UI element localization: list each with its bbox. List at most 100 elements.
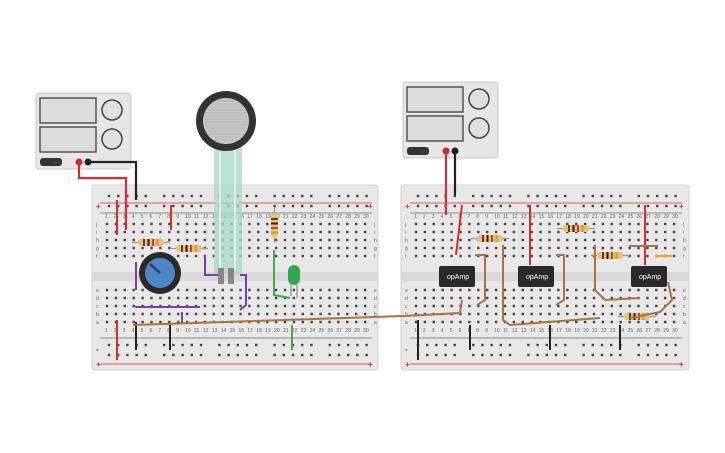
svg-text:15: 15	[230, 328, 236, 334]
psu-right-voltage-knob-icon[interactable]	[468, 88, 490, 110]
wire-brown-opamp3-out[interactable]	[629, 281, 674, 319]
svg-text:h: h	[405, 238, 408, 244]
svg-text:6: 6	[459, 328, 462, 334]
svg-text:18: 18	[256, 214, 262, 220]
psu-left-current-display	[39, 126, 97, 153]
psu-left-power-switch[interactable]	[40, 158, 62, 166]
svg-text:2: 2	[423, 328, 426, 334]
wire-brown-opamp3-in[interactable]	[594, 245, 641, 302]
svg-text:30: 30	[672, 214, 678, 220]
rail-minus-label-right: -	[405, 345, 408, 354]
svg-text:f: f	[96, 254, 98, 260]
breadboard-left-holes: 1122334455667788991010111112121313141415…	[95, 194, 377, 357]
opamp-2-label: opAmp	[526, 274, 548, 281]
svg-text:28: 28	[345, 214, 351, 220]
svg-text:22: 22	[292, 214, 298, 220]
led-body[interactable]	[288, 265, 300, 285]
svg-text:25: 25	[319, 328, 325, 334]
svg-text:18: 18	[256, 328, 262, 334]
wire-black-psu-left[interactable]	[88, 160, 138, 200]
rail-plus-label-left: +	[96, 202, 101, 211]
svg-text:18: 18	[565, 328, 571, 334]
force-sensor-tail	[214, 142, 242, 274]
svg-text:a: a	[405, 320, 408, 326]
psu-right-power-switch[interactable]	[407, 147, 429, 155]
svg-text:14: 14	[530, 328, 536, 334]
svg-text:12: 12	[512, 214, 518, 220]
svg-text:9: 9	[176, 328, 179, 334]
svg-text:d: d	[683, 296, 686, 302]
svg-text:17: 17	[247, 214, 253, 220]
wire-red-psu-left[interactable]	[77, 162, 128, 230]
svg-text:4: 4	[132, 328, 135, 334]
psu-right-current-display	[406, 115, 464, 142]
svg-text:7: 7	[158, 214, 161, 220]
wire-brown-opamp1[interactable]	[475, 254, 486, 306]
svg-text:24: 24	[619, 328, 625, 334]
opamp-1[interactable]: opAmp	[439, 266, 475, 287]
svg-text:23: 23	[610, 214, 616, 220]
resistor-4[interactable]	[471, 235, 509, 242]
psu-left-current-knob-icon[interactable]	[101, 128, 123, 150]
resistor-5[interactable]	[557, 225, 595, 232]
svg-text:29: 29	[663, 214, 669, 220]
rail-plus-label-left-bottom: +	[96, 360, 101, 369]
power-supply-left[interactable]: OFF	[35, 92, 132, 170]
force-sensor-grid-icon	[203, 98, 249, 144]
psu-right-current-knob-icon[interactable]	[468, 117, 490, 139]
resistor-1[interactable]	[132, 239, 170, 246]
svg-text:7: 7	[158, 328, 161, 334]
wire-brown-mid[interactable]	[502, 245, 601, 327]
svg-text:17: 17	[247, 328, 253, 334]
svg-text:23: 23	[301, 328, 307, 334]
svg-text:e: e	[683, 288, 686, 294]
svg-text:17: 17	[556, 214, 562, 220]
potentiometer[interactable]	[135, 252, 247, 324]
svg-text:1: 1	[105, 214, 108, 220]
svg-text:22: 22	[601, 214, 607, 220]
green-led[interactable]	[273, 250, 300, 299]
psu-left-voltage-knob-icon[interactable]	[101, 99, 123, 121]
opamp-2[interactable]: opAmp	[518, 266, 554, 287]
svg-text:2: 2	[114, 328, 117, 334]
svg-text:28: 28	[654, 214, 660, 220]
wire-brown-opamp2[interactable]	[555, 254, 565, 306]
svg-text:15: 15	[539, 328, 545, 334]
svg-text:2: 2	[114, 214, 117, 220]
svg-text:i: i	[405, 230, 406, 236]
svg-text:a: a	[96, 320, 99, 326]
svg-text:h: h	[96, 238, 99, 244]
resistor-2[interactable]	[170, 245, 208, 252]
svg-text:11: 11	[503, 328, 508, 334]
psu-left-off-label: OFF	[53, 160, 62, 165]
resistor-3[interactable]	[271, 207, 278, 243]
svg-text:i: i	[96, 230, 97, 236]
svg-text:29: 29	[663, 328, 669, 334]
svg-text:13: 13	[521, 328, 527, 334]
svg-text:21: 21	[592, 328, 598, 334]
svg-text:8: 8	[476, 328, 479, 334]
svg-text:f: f	[683, 254, 685, 260]
svg-text:21: 21	[283, 214, 289, 220]
svg-text:h: h	[374, 238, 377, 244]
svg-text:22: 22	[601, 328, 607, 334]
svg-text:13: 13	[212, 328, 218, 334]
force-sensor[interactable]	[196, 91, 256, 284]
svg-text:30: 30	[363, 214, 369, 220]
psu-left-voltage-display	[39, 97, 97, 124]
svg-text:7: 7	[467, 328, 470, 334]
svg-text:12: 12	[203, 328, 209, 334]
svg-text:26: 26	[328, 328, 334, 334]
power-supply-right[interactable]: OFF	[402, 81, 499, 159]
svg-text:6: 6	[150, 328, 153, 334]
svg-text:26: 26	[637, 328, 643, 334]
svg-text:g: g	[683, 246, 686, 252]
wire-brown-long[interactable]	[132, 299, 463, 326]
svg-text:26: 26	[637, 214, 643, 220]
resistor-6[interactable]	[591, 252, 629, 259]
opamps: opAmp opAmp opAmp	[439, 266, 667, 287]
opamp-3[interactable]: opAmp	[631, 266, 667, 287]
svg-text:c: c	[374, 304, 377, 310]
